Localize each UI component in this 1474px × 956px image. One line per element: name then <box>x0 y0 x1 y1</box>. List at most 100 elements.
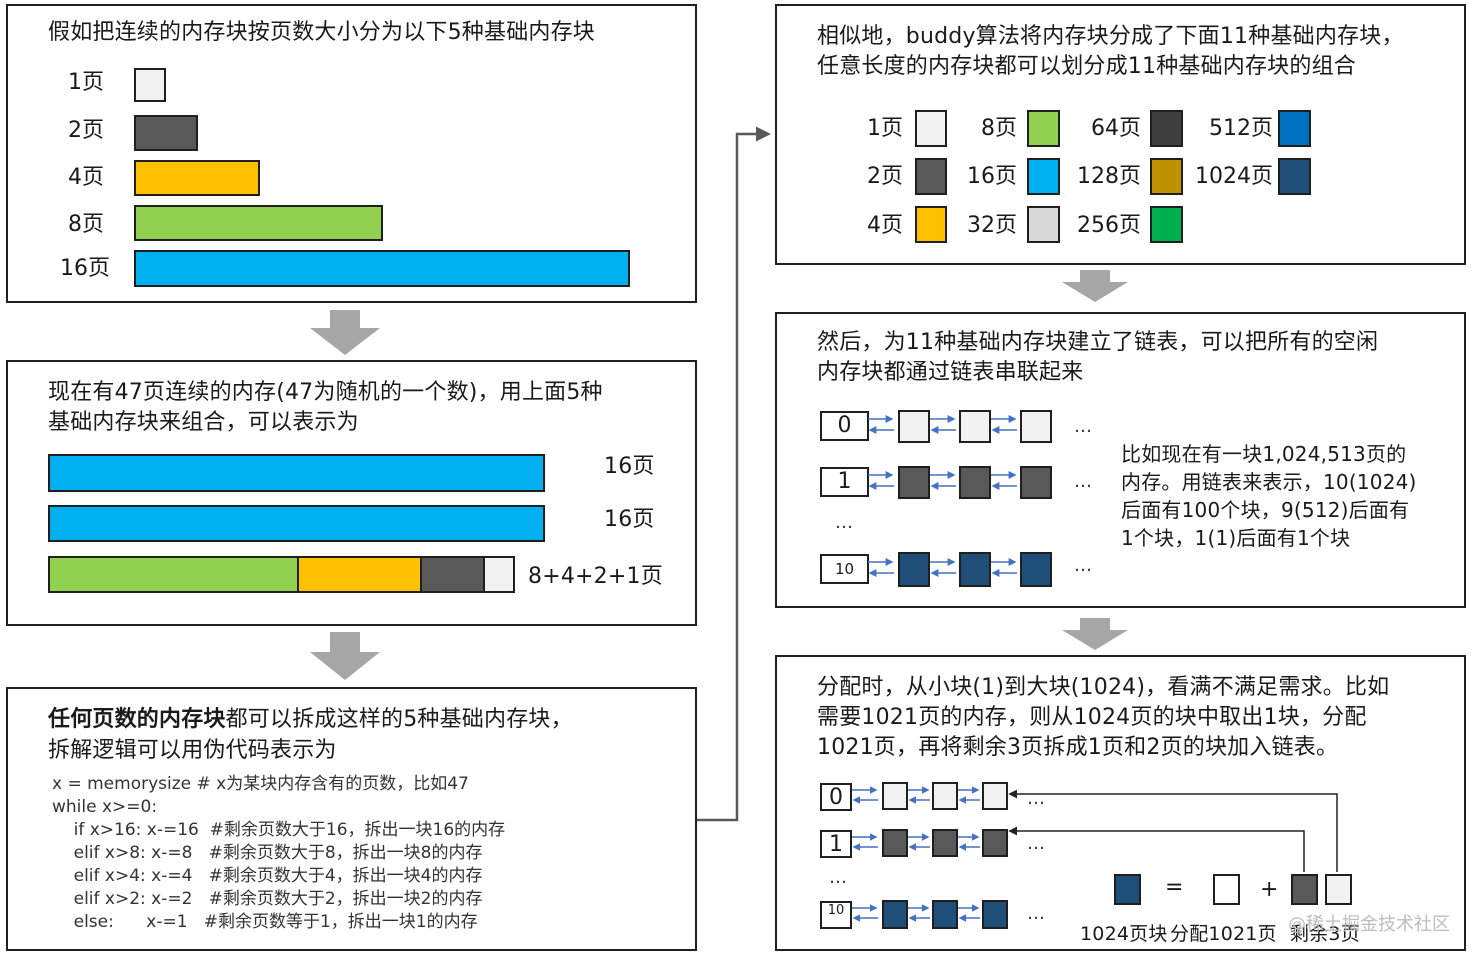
panel-basic-blocks: 假如把连续的内存块按页数大小分为以下5种基础内存块 1页 2页 4页 8页 16… <box>6 4 697 303</box>
row-label-8: 8页 <box>68 212 104 237</box>
alloc-list-node <box>882 900 908 929</box>
alloc-list-node <box>882 829 908 857</box>
alloc-list-node <box>932 829 958 857</box>
legend-label-32: 32页 <box>967 213 1017 238</box>
list-vertical-ellipsis: … <box>835 512 853 533</box>
note-line-2: 内存。用链表来表示，10(1024) <box>1121 470 1417 494</box>
list-node <box>1020 466 1052 499</box>
alloc-list-node <box>982 782 1008 810</box>
panel3-line1-rest: 都可以拆成这样的5种基础内存块， <box>225 707 573 732</box>
equals-sign: = <box>1165 875 1184 900</box>
panel-47-pages: 现在有47页连续的内存(47为随机的一个数)，用上面5种 基础内存块来组合，可以… <box>6 360 697 626</box>
caption-remainder: 剩余3页 <box>1290 923 1360 945</box>
code-line-7: else: x-=1 #剩余页数等于1，拆出一块1的内存 <box>52 912 478 932</box>
list-node <box>898 552 930 587</box>
alloc-list-node <box>982 829 1008 857</box>
code-line-2: while x>=0: <box>52 797 158 817</box>
bar-label-combined: 8+4+2+1页 <box>528 564 663 589</box>
panel4-line1: 相似地，buddy算法将内存块分成了下面11种基础内存块， <box>817 24 1404 49</box>
legend-swatch-1 <box>915 110 947 147</box>
bar-16-pages-b <box>48 505 545 542</box>
alloc-list-node <box>932 782 958 810</box>
alloc-vertical-ellipsis: … <box>829 867 847 888</box>
row-label-1: 1页 <box>68 70 104 95</box>
list-ellipsis: … <box>1074 471 1092 492</box>
alloc-ellipsis: … <box>1027 903 1045 924</box>
legend-label-64: 64页 <box>1091 116 1141 141</box>
code-line-1: x = memorysize # x为某块内存含有的页数，比如47 <box>52 774 469 794</box>
legend-label-512: 512页 <box>1209 116 1273 141</box>
panel2-line2: 基础内存块来组合，可以表示为 <box>48 410 359 435</box>
block-1-page <box>134 68 166 102</box>
block-1024-pages <box>1114 874 1141 905</box>
list-index-1: 1 <box>820 467 869 497</box>
panel5-line1: 然后，为11种基础内存块建立了链表，可以把所有的空闲 <box>817 330 1379 355</box>
remainder-1-page <box>1325 874 1352 905</box>
bar-label-16-b: 16页 <box>604 507 655 532</box>
code-line-3: if x>16: x-=16 #剩余页数大于16，拆出一块16的内存 <box>52 820 506 840</box>
list-node <box>1020 552 1052 587</box>
legend-swatch-16 <box>1027 158 1060 195</box>
alloc-list-index-10: 10 <box>820 901 852 929</box>
list-index-0: 0 <box>820 411 869 441</box>
note-line-1: 比如现在有一块1,024,513页的 <box>1121 442 1407 466</box>
list-node <box>1020 410 1052 443</box>
legend-label-8: 8页 <box>981 116 1017 141</box>
legend-swatch-256 <box>1150 206 1183 243</box>
code-line-6: elif x>2: x-=2 #剩余页数大于2，拆出一块2的内存 <box>52 889 483 909</box>
legend-swatch-2 <box>915 158 947 195</box>
code-line-4: elif x>8: x-=8 #剩余页数大于8，拆出一块8的内存 <box>52 843 483 863</box>
caption-allocated: 分配1021页 <box>1170 923 1277 945</box>
segment-2 <box>422 558 485 591</box>
flow-arrow-5-down <box>1062 618 1128 650</box>
legend-label-1024: 1024页 <box>1195 164 1273 189</box>
legend-swatch-1024 <box>1278 158 1311 195</box>
list-node <box>898 466 930 499</box>
alloc-list-node <box>882 782 908 810</box>
alloc-list-node <box>932 900 958 929</box>
caption-1024-block: 1024页块 <box>1080 923 1168 945</box>
panel2-line1: 现在有47页连续的内存(47为随机的一个数)，用上面5种 <box>48 380 603 405</box>
legend-label-4: 4页 <box>867 213 903 238</box>
legend-swatch-32 <box>1027 206 1060 243</box>
row-label-2: 2页 <box>68 118 104 143</box>
note-line-4: 1个块，1(1)后面有1个块 <box>1121 526 1351 550</box>
alloc-list-node <box>982 900 1008 929</box>
panel4-line2: 任意长度的内存块都可以划分成11种基础内存块的组合 <box>817 54 1356 79</box>
block-16-pages <box>134 250 630 287</box>
panel3-line1: 任何页数的内存块都可以拆成这样的5种基础内存块， <box>48 705 573 735</box>
remainder-2-pages <box>1291 874 1318 905</box>
segment-4 <box>299 558 422 591</box>
block-4-pages <box>134 160 260 196</box>
legend-label-16: 16页 <box>967 164 1017 189</box>
list-ellipsis: … <box>1074 416 1092 437</box>
legend-swatch-64 <box>1150 110 1183 147</box>
block-8-pages <box>134 205 383 241</box>
note-line-3: 后面有100个块，9(512)后面有 <box>1121 498 1410 522</box>
legend-swatch-512 <box>1278 110 1311 147</box>
alloc-ellipsis: … <box>1027 788 1045 809</box>
row-label-4: 4页 <box>68 165 104 190</box>
panel-buddy-blocks: 相似地，buddy算法将内存块分成了下面11种基础内存块， 任意长度的内存块都可… <box>775 4 1466 265</box>
panel6-line1: 分配时，从小块(1)到大块(1024)，看满不满足需求。比如 <box>817 675 1390 700</box>
alloc-ellipsis: … <box>1027 833 1045 854</box>
bar-16-pages-a <box>48 454 545 492</box>
list-node <box>959 466 991 499</box>
list-ellipsis: … <box>1074 555 1092 576</box>
legend-label-128: 128页 <box>1077 164 1141 189</box>
flow-arrow-1-down <box>310 310 380 355</box>
list-node <box>959 410 991 443</box>
panel5-line2: 内存块都通过链表串联起来 <box>817 360 1084 385</box>
watermark: @稀土掘金技术社区 <box>1288 914 1450 935</box>
panel-allocation: 分配时，从小块(1)到大块(1024)，看满不满足需求。比如 需要1021页的内… <box>775 655 1466 951</box>
allocated-1021-pages <box>1213 874 1240 905</box>
bar-combined-8-4-2-1 <box>48 556 515 593</box>
panel6-line3: 1021页，再将剩余3页拆成1页和2页的块加入链表。 <box>817 735 1339 760</box>
elbow-connector <box>697 126 771 822</box>
list-node <box>959 552 991 587</box>
legend-swatch-8 <box>1027 110 1060 147</box>
panel-free-lists: 然后，为11种基础内存块建立了链表，可以把所有的空闲 内存块都通过链表串联起来 … <box>775 312 1466 608</box>
plus-sign: + <box>1260 877 1279 902</box>
legend-swatch-128 <box>1150 158 1183 195</box>
panel-pseudocode: 任何页数的内存块都可以拆成这样的5种基础内存块， 拆解逻辑可以用伪代码表示为 x… <box>6 687 697 951</box>
